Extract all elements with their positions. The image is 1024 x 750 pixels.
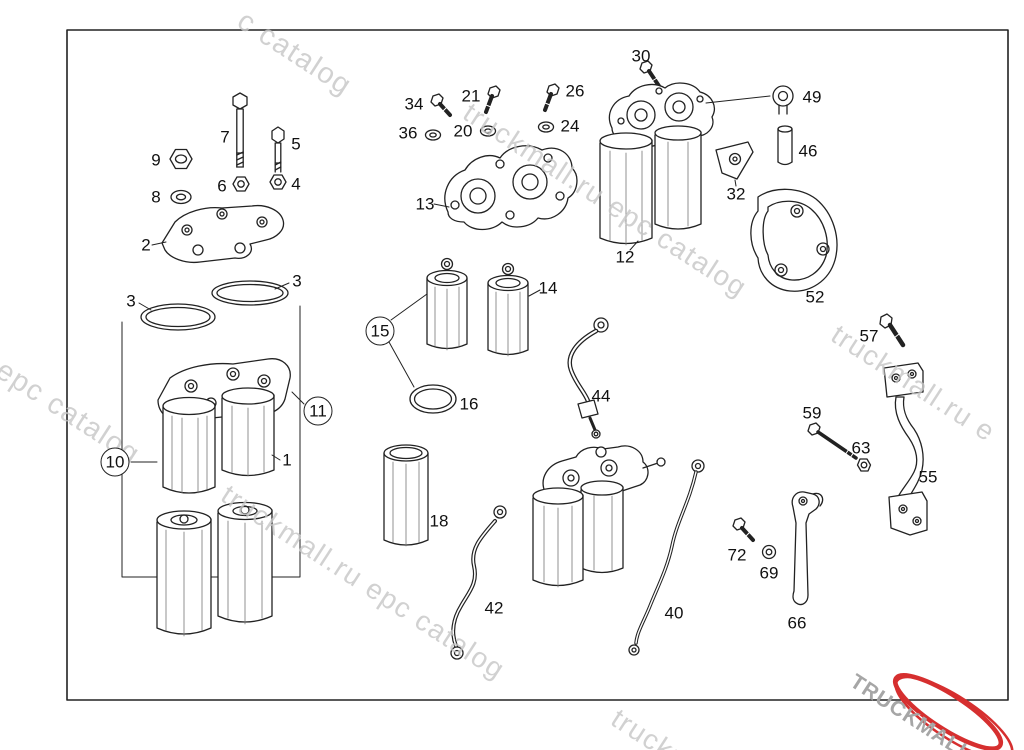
part-34-bolt bbox=[430, 93, 452, 117]
diagram-frame bbox=[66, 29, 1009, 701]
part-10-cartridges bbox=[156, 501, 273, 637]
part-40-pipe bbox=[628, 459, 705, 656]
part-36-washer bbox=[424, 129, 442, 141]
part-49-eye-ring bbox=[772, 85, 794, 115]
part-26-bolt bbox=[543, 83, 560, 112]
part-21-bolt bbox=[484, 85, 501, 114]
part-57-bolt bbox=[879, 313, 906, 348]
part-16-oring bbox=[409, 384, 457, 414]
part-59-bolt bbox=[807, 422, 858, 460]
part-20-washer bbox=[479, 125, 497, 137]
part-8-washer bbox=[170, 189, 192, 205]
part-9-nut bbox=[169, 148, 193, 170]
part-18-sleeve bbox=[383, 444, 429, 547]
brand-swoosh-icon bbox=[892, 673, 1014, 750]
part-52-bracket bbox=[750, 188, 838, 292]
lower-twin-filter bbox=[532, 445, 666, 588]
part-46-pin bbox=[777, 125, 793, 166]
part-1-filter-assembly bbox=[157, 358, 291, 494]
part-7-bolt bbox=[232, 92, 248, 168]
part-12-filter-unit bbox=[599, 82, 771, 251]
part-42-hose bbox=[450, 505, 507, 660]
part-32-plate bbox=[715, 141, 754, 187]
part-3-gaskets bbox=[138, 280, 290, 331]
part-13-filter-head bbox=[433, 145, 578, 231]
part-5-bolt bbox=[271, 126, 285, 173]
part-14-cartridges bbox=[426, 257, 541, 357]
part-72-bolt bbox=[732, 517, 755, 542]
part-69-washer bbox=[761, 544, 777, 560]
part-4-nut bbox=[269, 174, 287, 190]
part-66-strap bbox=[791, 491, 824, 606]
part-30-bolt bbox=[639, 60, 661, 88]
part-15-leader-lines bbox=[388, 293, 428, 388]
part-24-washer bbox=[537, 121, 555, 133]
part-44-pipe bbox=[567, 317, 609, 439]
part-55-bracket bbox=[883, 362, 928, 536]
part-2-cover bbox=[151, 204, 285, 264]
part-6-nut bbox=[232, 176, 250, 192]
part-63-nut bbox=[856, 458, 872, 472]
